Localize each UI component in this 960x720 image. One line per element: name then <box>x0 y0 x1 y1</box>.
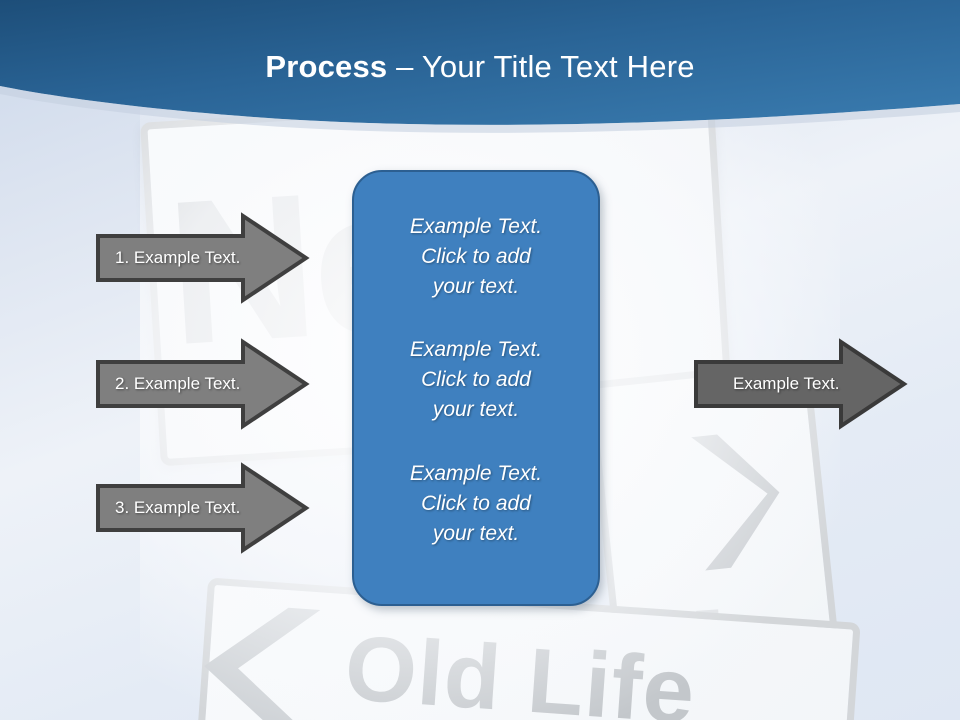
input-arrow-1[interactable]: 1. Example Text. <box>95 212 310 304</box>
arrow-right-icon <box>694 338 908 430</box>
arrow-right-icon <box>96 338 310 430</box>
input-arrow-2[interactable]: 2. Example Text. <box>95 338 310 430</box>
output-arrow[interactable]: Example Text. <box>693 338 908 430</box>
header-band: Process – Your Title Text Here <box>0 0 960 135</box>
process-center-box[interactable]: Example Text. Click to add your text. Ex… <box>352 170 600 606</box>
arrow-right-icon <box>96 462 310 554</box>
center-box-text-3: Example Text. Click to add your text. <box>409 461 543 545</box>
page-title: Process – Your Title Text Here <box>0 49 960 85</box>
page-title-bold: Process <box>265 49 388 84</box>
center-box-text-2: Example Text. Click to add your text. <box>409 338 543 422</box>
center-box-text-1: Example Text. Click to add your text. <box>409 215 543 298</box>
arrow-right-icon <box>96 212 310 304</box>
page-title-rest: – Your Title Text Here <box>387 49 695 84</box>
header-wave-shape <box>0 0 960 133</box>
input-arrow-3[interactable]: 3. Example Text. <box>95 462 310 554</box>
